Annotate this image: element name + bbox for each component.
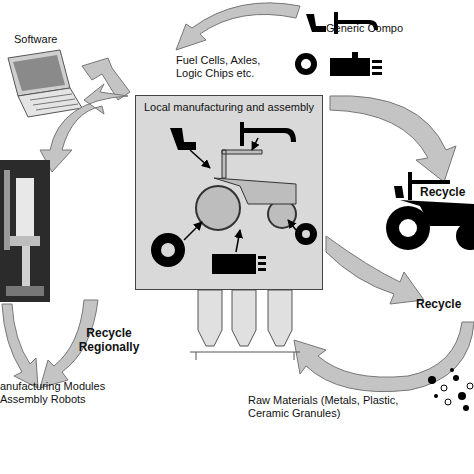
flow-arrow [294,322,474,392]
part-label: Fuel Cells, Axles, Logic Chips etc. [176,54,272,80]
flow-arrow [40,84,128,172]
robot-photo [0,160,50,302]
silos [190,290,300,360]
part-label: Generic Compo [326,22,474,35]
flow-arrow [330,96,456,182]
tractor-icon [386,172,474,250]
flow-arrow [2,304,38,388]
part-label: anufacturing Modules Assembly Robots [0,380,118,406]
flow-arrow [176,3,300,50]
assembly-illustration [135,95,323,290]
flow-label: Recycle Regionally [70,326,148,354]
laptop-image [8,50,82,117]
part-label: Software [14,33,84,46]
process-box: Local manufacturing and assembly [135,95,323,290]
component-icons [295,12,382,76]
flow-label: Recycle [416,297,474,311]
raw-granules [428,368,473,411]
part-label: Raw Materials (Metals, Plastic, Ceramic … [248,394,400,420]
flow-label: Recycle [420,185,474,199]
box-title: Local manufacturing and assembly [136,101,322,114]
flow-arrow [326,236,424,304]
